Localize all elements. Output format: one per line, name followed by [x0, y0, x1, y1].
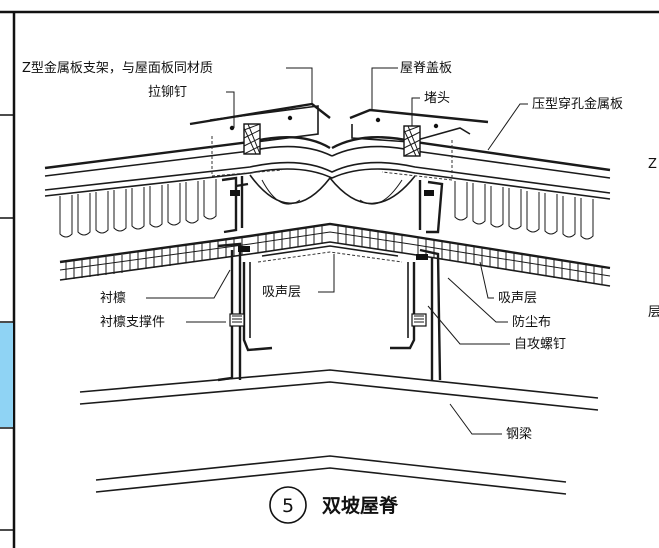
label-ridge-cap: 屋脊盖板 — [400, 61, 452, 76]
label-plug: 堵头 — [424, 91, 450, 106]
upper-purlins — [221, 176, 444, 234]
labels: Z型金属板支架，与屋面板同材质 拉铆钉 屋脊盖板 堵头 压型穿孔金属板 衬檩 衬… — [22, 60, 659, 442]
label-steel-beam: 钢梁 — [506, 427, 532, 442]
perforated-lower-panel — [59, 222, 611, 287]
edge-fragment-mid: 层 — [648, 305, 659, 320]
label-sound-layer-right: 吸声层 — [498, 291, 537, 306]
steel-beam — [79, 369, 599, 495]
label-sound-layer-left: 吸声层 — [262, 285, 301, 300]
label-dust-cloth: 防尘布 — [512, 314, 551, 330]
edge-fragment-top: Z — [648, 157, 657, 172]
label-rivet: 拉铆钉 — [148, 85, 187, 100]
detail-number-circle — [269, 486, 307, 524]
label-perforated-panel: 压型穿孔金属板 — [532, 96, 623, 112]
drawing-title: 5 双坡屋脊 — [269, 486, 399, 524]
detail-number: 5 — [282, 495, 294, 517]
detail-title: 双坡屋脊 — [322, 494, 399, 517]
label-liner-brace: 衬檩支撑件 — [100, 315, 165, 330]
label-tapping-screw: 自攻螺钉 — [514, 337, 566, 352]
leader-lines — [146, 67, 528, 435]
label-z-bracket: Z型金属板支架，与屋面板同材质 — [22, 60, 213, 76]
highlight-tab — [0, 323, 13, 427]
ridge-cap-assembly — [189, 102, 489, 181]
label-liner-purlin: 衬檩 — [100, 291, 126, 306]
